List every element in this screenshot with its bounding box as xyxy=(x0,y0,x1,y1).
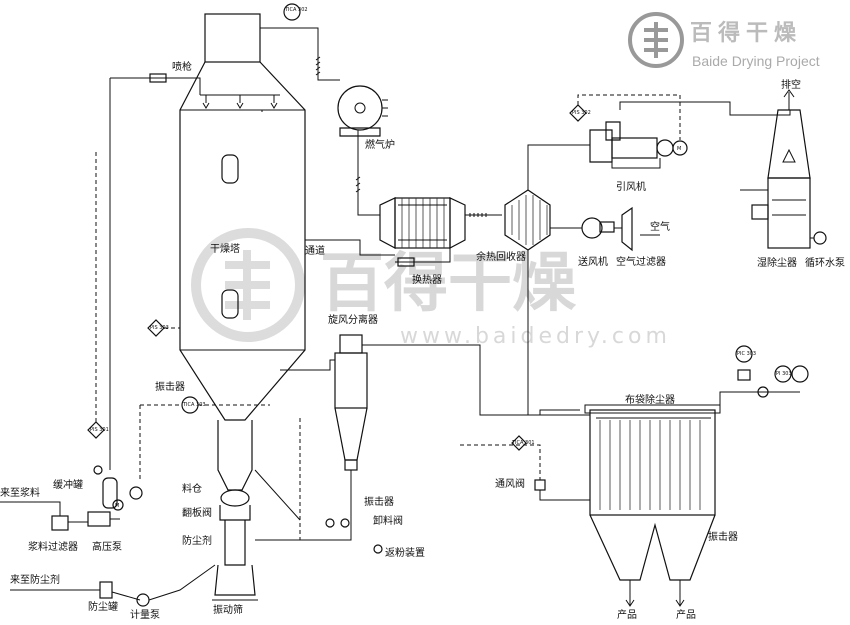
svg-text:PIS 302: PIS 302 xyxy=(572,110,591,116)
air-filter xyxy=(614,206,633,252)
anti-dust-tank-label: 防尘罐 xyxy=(88,600,118,613)
discharge-valve-label: 卸料阀 xyxy=(373,514,403,527)
watermark-logo-icon xyxy=(191,228,305,342)
product-2-label: 产品 xyxy=(676,608,696,621)
drying-tower-label: 干燥塔 xyxy=(210,242,240,255)
brand-logo-icon xyxy=(628,12,684,68)
pi-bag: PI 303 xyxy=(774,365,809,383)
buffer-tank-label: 缓冲罐 xyxy=(53,478,83,491)
svg-text:PIS 301: PIS 301 xyxy=(90,427,109,433)
brand-logo: 百得干燥 Baide Drying Project xyxy=(628,12,820,69)
watermark-text: 百得干燥 xyxy=(320,247,577,321)
tic-vent: TICA 301 xyxy=(511,435,535,451)
high-pressure-pump: M xyxy=(87,486,143,527)
air-label: 空气 xyxy=(650,220,670,233)
rapper-cyclone-label: 振击器 xyxy=(364,495,394,508)
supply-fan xyxy=(550,217,615,239)
product-1-label: 产品 xyxy=(617,608,637,621)
vibrating-screen-label: 振动筛 xyxy=(213,603,243,616)
hopper-label: 料仓 xyxy=(182,482,202,495)
logo-english: Baide Drying Project xyxy=(692,53,820,69)
induced-fan: M xyxy=(589,121,688,169)
from-anti-dust-label: 来至防尘剂 xyxy=(10,573,60,586)
rapper-bag-label: 振击器 xyxy=(708,530,738,543)
wet-scrubber-label: 湿除尘器 xyxy=(757,256,797,269)
pis-pump: PIS 301 xyxy=(87,421,109,439)
from-slurry-label: 来至浆料 xyxy=(0,486,40,499)
cyclone-label: 旋风分离器 xyxy=(328,313,378,326)
waste-heat-recovery xyxy=(504,180,551,260)
bag-filter-label: 布袋除尘器 xyxy=(625,393,675,406)
tic-mid: TICA 303 xyxy=(181,396,206,414)
vent-valve-label: 通风阀 xyxy=(495,477,525,490)
heat-exchanger xyxy=(379,197,466,249)
spray-gun-label: 喷枪 xyxy=(172,60,192,73)
gas-furnace xyxy=(337,85,388,137)
metering-pump-label: 计量泵 xyxy=(130,608,160,621)
ventilation-label: 通道 xyxy=(305,244,325,257)
svg-text:TICA 303: TICA 303 xyxy=(182,402,206,408)
buffer-tank xyxy=(93,465,118,509)
svg-text:TICA 301: TICA 301 xyxy=(511,440,535,446)
watermark: 百得干燥 www.baidedry.com xyxy=(191,228,667,349)
svg-text:M: M xyxy=(677,146,681,152)
svg-text:PIC 303: PIC 303 xyxy=(737,351,756,357)
pis-fan: PIS 302 xyxy=(569,104,591,122)
bag-filter xyxy=(584,404,721,581)
gas-furnace-label: 燃气炉 xyxy=(365,138,395,151)
supply-fan-label: 送风机 xyxy=(578,255,608,268)
anti-dust-label: 防尘剂 xyxy=(182,534,212,547)
powder-return-label: 返粉装置 xyxy=(385,546,425,559)
svg-text:TICA 302: TICA 302 xyxy=(284,7,308,13)
exhaust-label: 排空 xyxy=(781,78,801,91)
flap-valve-label: 翻板阀 xyxy=(182,506,212,519)
slurry-filter-label: 浆料过滤器 xyxy=(28,540,78,553)
svg-text:PI 303: PI 303 xyxy=(776,371,792,377)
svg-text:PIS 303: PIS 303 xyxy=(150,325,169,331)
air-filter-label: 空气过滤器 xyxy=(616,255,666,268)
rapper-tower-label: 振击器 xyxy=(155,380,185,393)
cyclone xyxy=(334,334,368,520)
wet-scrubber xyxy=(740,109,827,249)
heat-exchanger-label: 换热器 xyxy=(412,273,442,286)
svg-text:M: M xyxy=(115,503,119,509)
drying-tower: 干燥塔 通道 xyxy=(179,13,325,601)
circulating-pump-label: 循环水泵 xyxy=(805,256,845,269)
pic-bag-top: PIC 303 xyxy=(735,345,756,363)
logo-chinese: 百得干燥 xyxy=(690,20,802,46)
tic-top: TICA 302 xyxy=(283,3,308,21)
high-pressure-pump-label: 高压泵 xyxy=(92,540,122,553)
induced-fan-label: 引风机 xyxy=(616,180,646,193)
waste-heat-recovery-label: 余热回收器 xyxy=(476,250,526,263)
